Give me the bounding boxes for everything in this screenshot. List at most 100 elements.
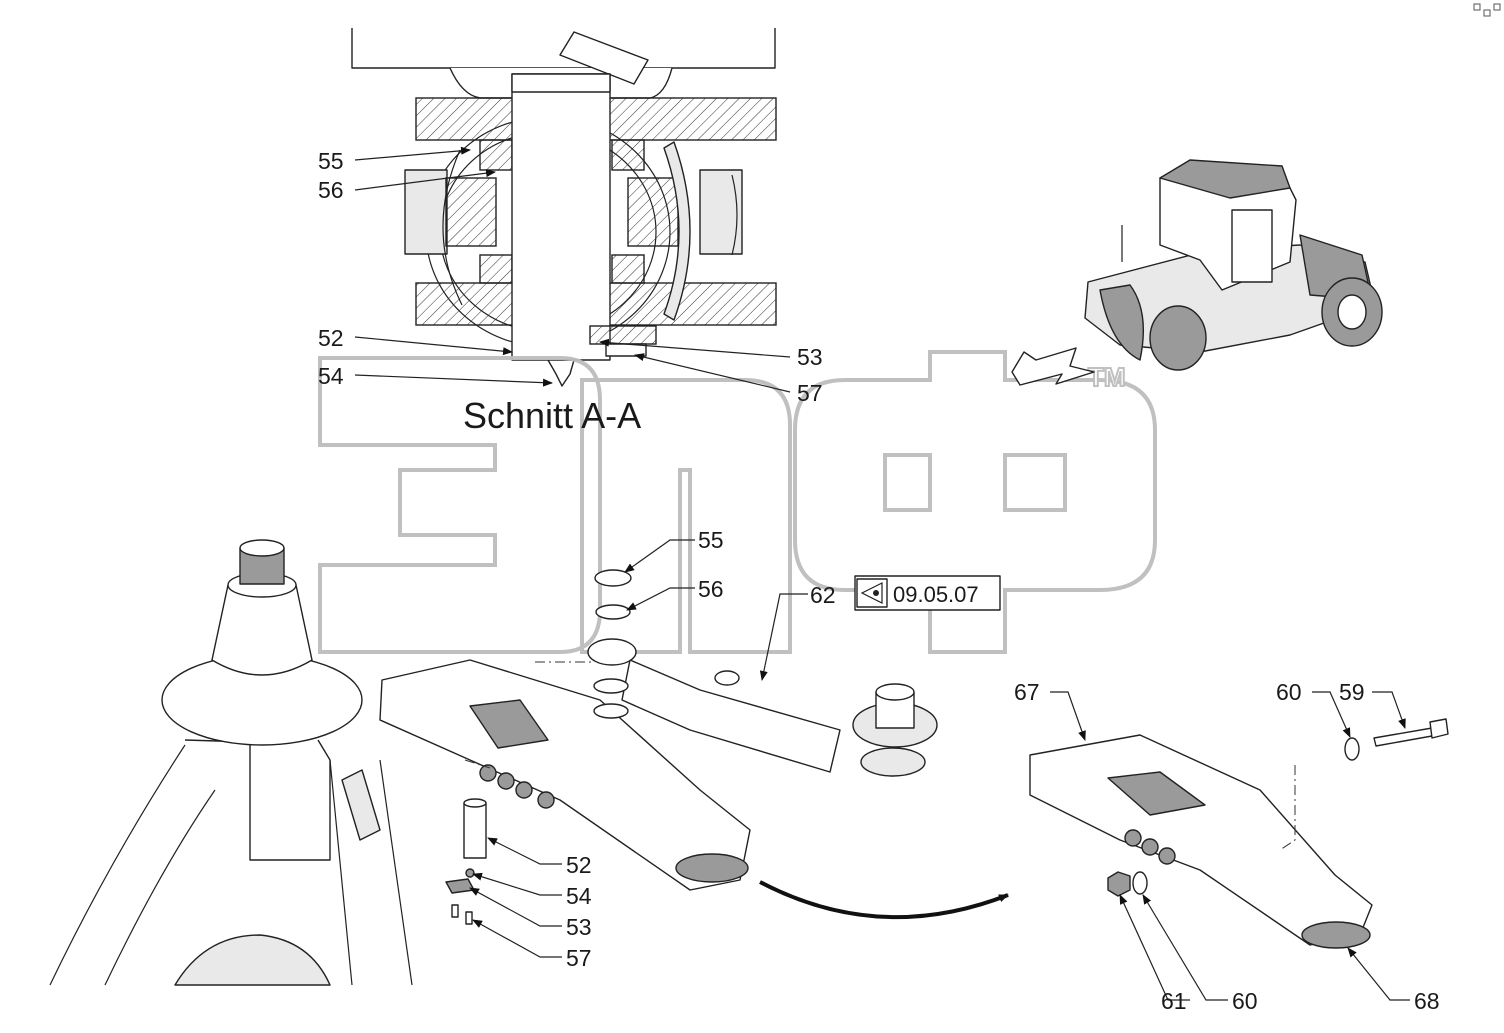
section-title: Schnitt A-A [463,395,641,436]
leader-arm-60-top [1312,691,1351,738]
steering-joint [341,769,381,841]
callout-arm-60-bottom[interactable]: 60 [1232,988,1258,1014]
resize-grip-icon[interactable] [1473,3,1501,17]
watermark-glyph-3 [793,350,1157,654]
leader-exp-54 [472,872,562,896]
frame-leg-right [379,759,413,986]
leader-section-56 [354,169,496,191]
steering-arm-slot [469,699,549,749]
front-direction-arrow-icon [1011,347,1095,386]
callout-exp-57[interactable]: 57 [566,945,592,971]
detail-bolt-1 [1124,829,1142,847]
exp-screw-57a [451,904,459,918]
callout-exp-55[interactable]: 55 [698,527,724,553]
callout-arm-60-top[interactable]: 60 [1276,679,1302,705]
frame-curve-inner [104,789,216,986]
leader-exp-56 [626,587,695,611]
exp-plate-53 [445,878,475,894]
callout-section-55[interactable]: 55 [318,148,344,174]
leader-exp-55 [624,539,695,573]
section-shell-left [442,149,463,306]
detail-bolt-59-head [1429,718,1449,739]
callout-section-52[interactable]: 52 [318,325,344,351]
exp-pin-52 [463,802,487,859]
detail-bolt-3 [1158,847,1176,865]
watermark-glyph-1 [318,356,602,654]
arm-bolt-4 [537,791,555,809]
callout-exp-52[interactable]: 52 [566,852,592,878]
exp-axis-line-2 [464,759,491,769]
vehicle-door [1231,209,1273,283]
detail-bolt-2 [1141,838,1159,856]
section-view [351,28,777,387]
leader-exp-53 [469,887,562,927]
callout-arm-67[interactable]: 67 [1014,679,1040,705]
vehicle-roof [1159,159,1291,199]
hub-cone [211,584,313,676]
steering-arm-bushing [675,853,749,883]
detail-axis-line [1279,765,1296,851]
exp-nipple-54 [465,868,475,878]
arm-bolt-3 [515,781,533,799]
leader-exp-57 [472,919,562,958]
watermark-logo: TM [318,350,1157,654]
exploded-view [49,539,1009,986]
vehicle-rear-hub [1337,294,1367,330]
hydraulic-cylinder-body [621,659,841,773]
callout-exp-62[interactable]: 62 [810,582,836,608]
cylinder-mount-top [875,683,915,701]
leader-arm-60-bottom [1142,894,1228,1001]
detail-arm-slot [1107,771,1206,816]
frame-curve-outer [49,744,186,986]
vehicle-front-wheel [1149,305,1207,371]
vehicle-tire-pack [1099,284,1145,361]
section-pin [511,73,611,361]
watermark-trademark: TM [1088,362,1126,392]
section-joint-right [627,177,679,247]
callout-section-54[interactable]: 54 [318,363,344,389]
frame-body [184,739,331,861]
leader-section-53 [599,338,791,358]
leader-exp-62 [759,593,808,681]
callout-exp-56[interactable]: 56 [698,576,724,602]
section-nipple-bottom [547,359,575,387]
exp-washer-55 [594,569,632,587]
section-block-left [404,169,448,255]
cylinder-rod-eye [587,638,637,666]
exp-washer-56 [595,604,631,620]
detail-arm-bushing [1301,921,1371,949]
reference-dot-icon [873,590,879,596]
arm-bolt-2 [497,772,515,790]
reference-triangle-icon [860,582,883,604]
callout-arm-61[interactable]: 61 [1161,988,1187,1014]
section-bush-tl [479,139,513,171]
leader-section-57 [634,353,791,393]
section-screws [605,343,647,357]
callout-section-56[interactable]: 56 [318,177,344,203]
callout-section-57[interactable]: 57 [797,380,823,406]
section-shell-right [663,141,691,321]
leader-section-55 [354,146,471,161]
page-reference-label[interactable]: 09.05.07 [893,582,979,607]
watermark-glyph-2 [580,378,792,654]
hub-cap [239,539,285,557]
frame-leg-left [329,759,353,986]
exp-washer-lower-1 [593,678,629,694]
cylinder-port [714,670,740,686]
callout-arm-68[interactable]: 68 [1414,988,1440,1014]
callout-exp-53[interactable]: 53 [566,914,592,940]
section-bush-tr [611,139,645,171]
section-block-right [699,169,743,255]
section-retainer [589,325,657,345]
leader-section-52 [354,336,513,356]
detail-washer-60-top [1344,737,1360,761]
section-bush-bl [479,254,513,284]
callout-exp-54[interactable]: 54 [566,883,592,909]
callout-arm-59[interactable]: 59 [1339,679,1365,705]
lower-wheel-hub [174,934,331,986]
callout-section-53[interactable]: 53 [797,344,823,370]
leader-arm-61 [1119,894,1190,1001]
detail-washer-60-bottom [1132,871,1148,895]
